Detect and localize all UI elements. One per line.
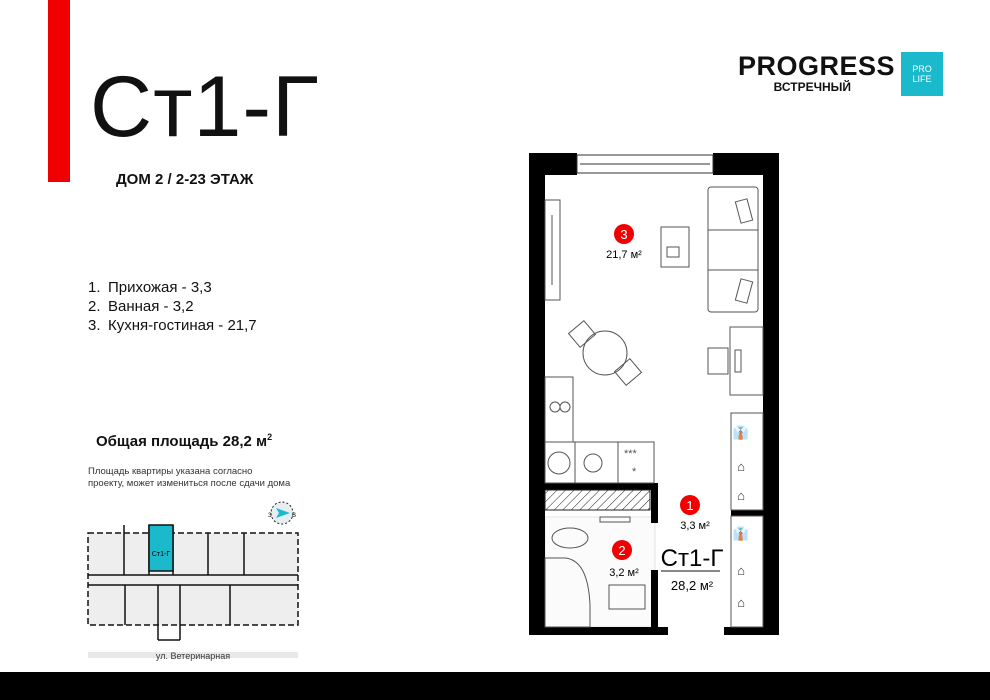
- floor-plan: **** 👔⌂⌂ 👔⌂⌂ 3 21,7 м² 1 3,3 м² 2 3,2 м²…: [529, 153, 779, 635]
- svg-text:2: 2: [618, 543, 625, 558]
- logo: PROGRESS ВСТРЕЧНЫЙ: [738, 51, 896, 94]
- room-marker-3: 3 21,7 м²: [606, 224, 642, 261]
- room-list: 1.Прихожая - 3,3 2.Ванная - 3,2 3.Кухня-…: [88, 278, 257, 335]
- plan-code: Ст1-Г: [661, 545, 724, 572]
- apartment-title: Ст1-Г: [90, 59, 320, 155]
- street-label: ул. Ветеринарная: [156, 651, 230, 661]
- svg-text:В: В: [292, 513, 296, 519]
- room-item: 1.Прихожая - 3,3: [88, 279, 212, 296]
- walls: [529, 153, 779, 635]
- svg-text:⌂: ⌂: [737, 595, 745, 610]
- key-plan-unit: Ст1-Г: [152, 551, 170, 558]
- svg-text:3,2 м²: 3,2 м²: [609, 567, 639, 579]
- red-accent-bar: [48, 0, 70, 182]
- svg-text:👔: 👔: [733, 425, 749, 440]
- bottom-bar: [0, 672, 990, 700]
- plan-area: 28,2 м²: [671, 578, 714, 593]
- room-marker-1: 1 3,3 м²: [680, 495, 710, 532]
- shaft: [544, 489, 651, 511]
- svg-text:⌂: ⌂: [737, 488, 745, 503]
- window: [576, 154, 714, 174]
- room-item: 3.Кухня-гостиная - 21,7: [88, 317, 257, 334]
- svg-text:⌂: ⌂: [737, 563, 745, 578]
- svg-text:21,7 м²: 21,7 м²: [606, 249, 642, 261]
- apartment-subtitle: ДОМ 2 / 2-23 ЭТАЖ: [116, 171, 254, 188]
- svg-text:⌂: ⌂: [737, 459, 745, 474]
- svg-text:1: 1: [686, 498, 693, 513]
- room-marker-2: 2 3,2 м²: [609, 540, 639, 579]
- svg-text:***: ***: [624, 448, 638, 460]
- compass-icon: З В: [268, 501, 296, 525]
- svg-text:3,3 м²: 3,3 м²: [680, 520, 710, 532]
- svg-text:3: 3: [620, 227, 627, 242]
- room-item: 2.Ванная - 3,2: [88, 298, 194, 315]
- svg-text:З: З: [268, 513, 272, 519]
- svg-text:*: *: [632, 466, 637, 478]
- total-area: Общая площадь 28,2 м2: [96, 432, 273, 450]
- svg-text:👔: 👔: [733, 526, 749, 541]
- key-plan: З В Ст1-Г ул. Ветеринарная: [87, 501, 299, 661]
